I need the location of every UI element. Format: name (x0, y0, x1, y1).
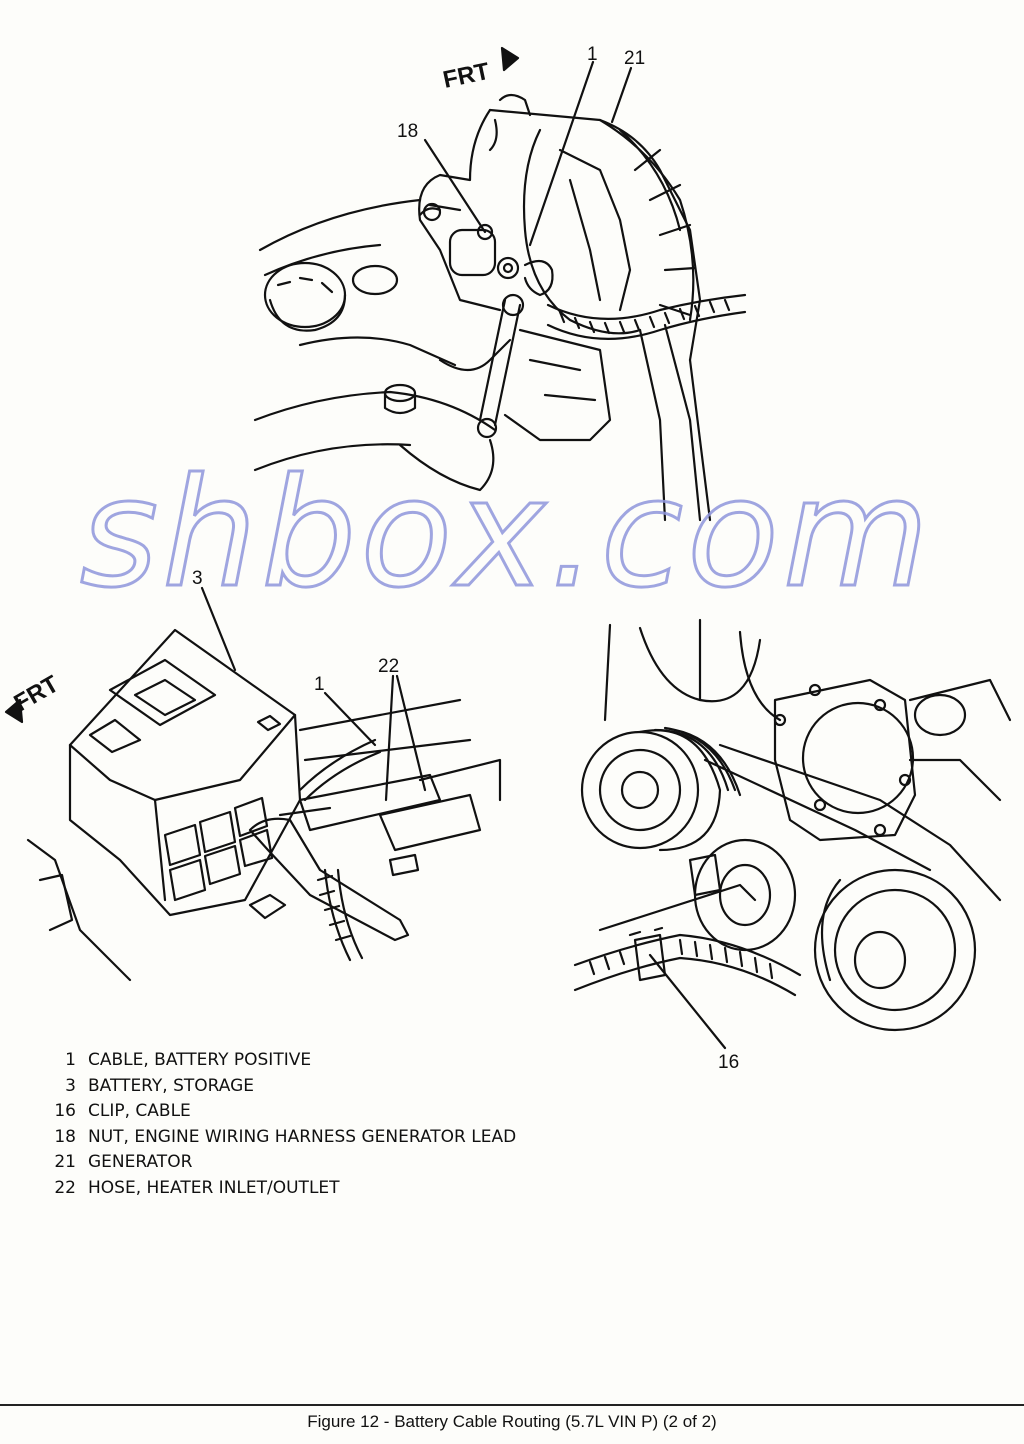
figure-caption: Figure 12 - Battery Cable Routing (5.7L … (307, 1412, 717, 1431)
watermark-text: shbox.com (80, 447, 933, 621)
callout-top-cable: 1 (587, 44, 598, 65)
callout-top-nut: 18 (397, 121, 418, 142)
callout-top-generator: 21 (624, 48, 645, 69)
left-view-battery (4, 586, 502, 982)
callout-right-clip: 16 (718, 1052, 739, 1073)
callout-left-cable: 1 (314, 674, 325, 695)
caption-divider (0, 1404, 1024, 1406)
callout-left-battery: 3 (192, 568, 203, 589)
top-view-generator (253, 46, 747, 522)
right-view-pulleys (573, 618, 1012, 1050)
frt-label-top: FRT (441, 58, 493, 94)
callout-left-hose: 22 (378, 656, 399, 677)
